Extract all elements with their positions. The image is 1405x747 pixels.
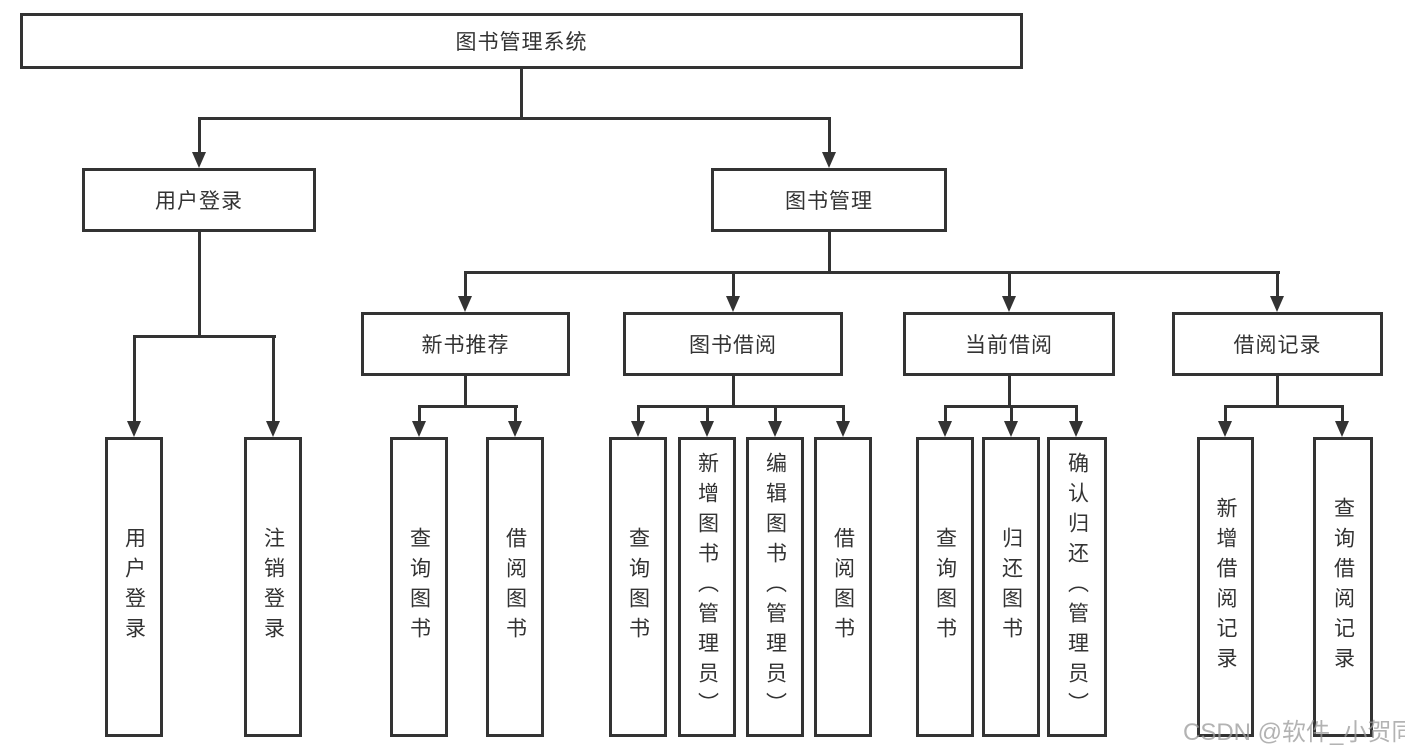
leaf-logout: 注销登录 bbox=[244, 437, 302, 737]
connector-stem-borrow-rec bbox=[514, 405, 517, 421]
arrowhead-confirm-return bbox=[1069, 421, 1083, 437]
connector-stem-add-book bbox=[706, 405, 709, 421]
connector-stem-add-record bbox=[1224, 405, 1227, 421]
leaf-confirm-return-label: 确认归还（管理员） bbox=[1065, 452, 1089, 722]
arrowhead-new-book bbox=[458, 296, 472, 312]
leaf-query-book-rec: 查询图书 bbox=[390, 437, 448, 737]
connector-borrow-split bbox=[637, 405, 845, 408]
leaf-query-book-rec-label: 查询图书 bbox=[407, 527, 431, 647]
connector-stem-query-record bbox=[1341, 405, 1344, 421]
node-book-borrow-label: 图书借阅 bbox=[689, 334, 777, 357]
node-book-mgmt: 图书管理 bbox=[711, 168, 947, 232]
arrowhead-leaf-user-login bbox=[127, 421, 141, 437]
arrowhead-edit-book bbox=[768, 421, 782, 437]
arrowhead-book-mgmt bbox=[822, 152, 836, 168]
node-borrow-records-label: 借阅记录 bbox=[1233, 334, 1322, 357]
arrowhead-borrow-book bbox=[836, 421, 850, 437]
node-current-borrow-label: 当前借阅 bbox=[965, 334, 1053, 357]
leaf-query-book-borrow-label: 查询图书 bbox=[626, 527, 650, 647]
leaf-add-borrow-record: 新增借阅记录 bbox=[1197, 437, 1254, 737]
arrowhead-query-current bbox=[938, 421, 952, 437]
leaf-borrow-book-rec: 借阅图书 bbox=[486, 437, 544, 737]
leaf-add-borrow-record-label: 新增借阅记录 bbox=[1214, 497, 1237, 677]
leaf-query-borrow-record: 查询借阅记录 bbox=[1313, 437, 1373, 737]
connector-stem-query-current bbox=[944, 405, 947, 421]
leaf-query-book-current-label: 查询图书 bbox=[933, 527, 957, 647]
connector-stem-return-book bbox=[1010, 405, 1013, 421]
leaf-return-book-label: 归还图书 bbox=[999, 527, 1023, 647]
node-new-book-rec-label: 新书推荐 bbox=[421, 334, 510, 357]
connector-records-split bbox=[1224, 405, 1344, 408]
leaf-user-login-label: 用户登录 bbox=[122, 527, 146, 647]
connector-stem-book-borrow bbox=[732, 271, 735, 296]
leaf-edit-book: 编辑图书（管理员） bbox=[746, 437, 804, 737]
node-borrow-records: 借阅记录 bbox=[1172, 312, 1383, 376]
leaf-edit-book-label: 编辑图书（管理员） bbox=[763, 452, 787, 722]
arrowhead-add-record bbox=[1218, 421, 1232, 437]
connector-newbook-split bbox=[418, 405, 518, 408]
arrowhead-current-borrow bbox=[1002, 296, 1016, 312]
connector-stem-query-rec bbox=[418, 405, 421, 421]
connector-stem-query-borrow bbox=[637, 405, 640, 421]
leaf-query-borrow-record-label: 查询借阅记录 bbox=[1331, 497, 1355, 677]
arrowhead-query-borrow bbox=[631, 421, 645, 437]
connector-login-split bbox=[133, 335, 276, 338]
connector-stem-edit-book bbox=[774, 405, 777, 421]
connector-stem-user-login bbox=[198, 117, 201, 153]
leaf-add-book-label: 新增图书（管理员） bbox=[695, 452, 719, 722]
arrowhead-add-book bbox=[700, 421, 714, 437]
connector-stem-borrow-book bbox=[842, 405, 845, 421]
connector-current-drop bbox=[1008, 376, 1011, 407]
connector-borrow-drop bbox=[732, 376, 735, 407]
arrowhead-borrow-records bbox=[1270, 296, 1284, 312]
connector-mgmt-split bbox=[464, 271, 1280, 274]
connector-stem-confirm-return bbox=[1075, 405, 1078, 421]
connector-root-split bbox=[198, 117, 831, 120]
node-library-system-label: 图书管理系统 bbox=[455, 31, 588, 54]
connector-stem-leaf-user-login bbox=[133, 335, 136, 421]
leaf-borrow-book: 借阅图书 bbox=[814, 437, 872, 737]
connector-mgmt-drop bbox=[828, 232, 831, 273]
leaf-user-login: 用户登录 bbox=[105, 437, 163, 737]
connector-stem-book-mgmt bbox=[828, 117, 831, 153]
leaf-add-book: 新增图书（管理员） bbox=[678, 437, 736, 737]
connector-records-drop bbox=[1276, 376, 1279, 407]
leaf-logout-label: 注销登录 bbox=[261, 527, 285, 647]
node-new-book-rec: 新书推荐 bbox=[361, 312, 570, 376]
arrowhead-book-borrow bbox=[726, 296, 740, 312]
node-user-login: 用户登录 bbox=[82, 168, 316, 232]
leaf-borrow-book-label: 借阅图书 bbox=[831, 527, 855, 647]
arrowhead-user-login bbox=[192, 152, 206, 168]
node-current-borrow: 当前借阅 bbox=[903, 312, 1115, 376]
arrowhead-query-record bbox=[1335, 421, 1349, 437]
leaf-query-book-current: 查询图书 bbox=[916, 437, 974, 737]
leaf-borrow-book-rec-label: 借阅图书 bbox=[503, 527, 527, 647]
connector-root-drop bbox=[520, 69, 523, 118]
connector-login-drop bbox=[198, 232, 201, 336]
connector-newbook-drop bbox=[464, 376, 467, 407]
connector-stem-leaf-logout bbox=[272, 335, 275, 421]
leaf-confirm-return: 确认归还（管理员） bbox=[1047, 437, 1107, 737]
arrowhead-leaf-logout bbox=[266, 421, 280, 437]
node-book-mgmt-label: 图书管理 bbox=[785, 190, 873, 213]
node-book-borrow: 图书借阅 bbox=[623, 312, 843, 376]
connector-stem-new-book bbox=[464, 271, 467, 296]
connector-stem-borrow-records bbox=[1276, 271, 1279, 296]
leaf-query-book-borrow: 查询图书 bbox=[609, 437, 667, 737]
arrowhead-return-book bbox=[1004, 421, 1018, 437]
csdn-watermark: CSDN @软件_小贺同学 bbox=[1183, 719, 1405, 746]
node-library-system: 图书管理系统 bbox=[20, 13, 1023, 69]
leaf-return-book: 归还图书 bbox=[982, 437, 1040, 737]
arrowhead-borrow-rec bbox=[508, 421, 522, 437]
node-user-login-label: 用户登录 bbox=[155, 190, 243, 213]
connector-stem-current-borrow bbox=[1008, 271, 1011, 296]
arrowhead-query-rec bbox=[412, 421, 426, 437]
